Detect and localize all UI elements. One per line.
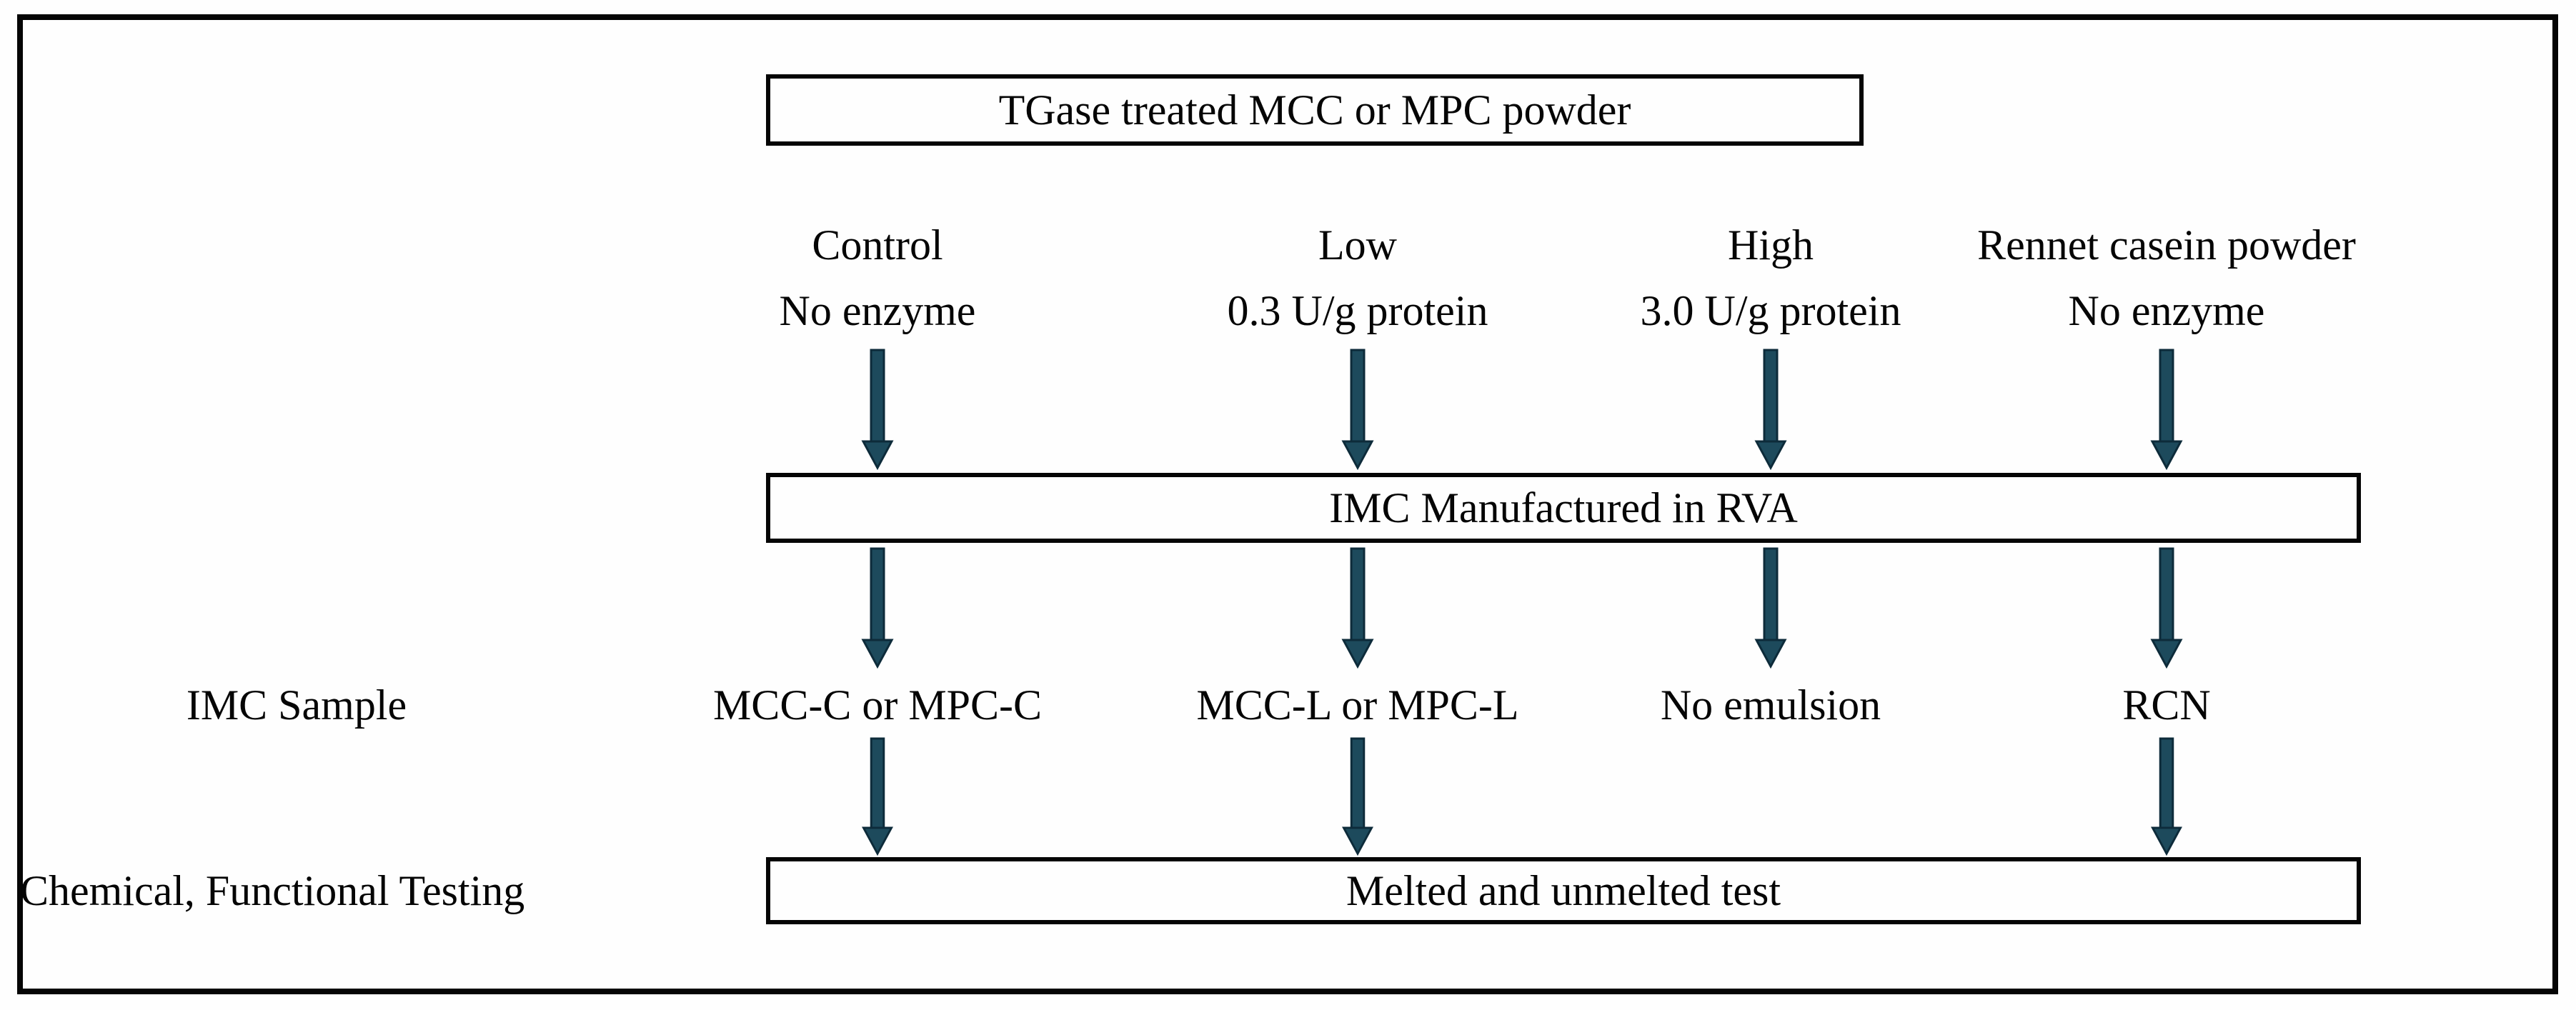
sample-name-no-emulsion: No emulsion [1660,681,1881,729]
down-arrow-icon [862,547,893,668]
top-box-label: TGase treated MCC or MPC powder [998,86,1631,134]
column-header-low: Low 0.3 U/g protein [1228,221,1488,334]
treatment-label: Control [812,221,943,269]
column-header-rennet-casein: Rennet casein powder No enzyme [1977,221,2356,334]
down-arrow-icon [2151,349,2182,469]
sample-name-mcc-l: MCC-L or MPC-L [1196,681,1519,729]
column-header-control: Control No enzyme [780,221,976,334]
treatment-label: High [1727,221,1814,269]
down-arrow-icon [1342,349,1373,469]
row-label-imc-sample: IMC Sample [186,681,407,729]
treatment-detail: 3.0 U/g protein [1640,287,1901,334]
treatment-detail: No enzyme [779,287,976,334]
rva-box-label: IMC Manufactured in RVA [1329,484,1798,531]
down-arrow-icon [862,349,893,469]
down-arrow-icon [1342,547,1373,668]
sample-name-mcc-c: MCC-C or MPC-C [712,681,1043,729]
treatment-detail: No enzyme [2068,287,2265,334]
sample-name-rcn: RCN [2122,681,2211,729]
down-arrow-icon [2152,737,2182,855]
treatment-label: Rennet casein powder [1977,221,2356,269]
down-arrow-icon [862,737,892,855]
row-label-testing: Chemical, Functional Testing [20,867,525,914]
rva-box: IMC Manufactured in RVA [766,473,2361,543]
down-arrow-icon [1755,349,1786,469]
testing-box-label: Melted and unmelted test [1346,867,1781,914]
column-header-high: High 3.0 U/g protein [1641,221,1901,334]
treatment-detail: 0.3 U/g protein [1227,287,1488,334]
treatment-label: Low [1318,221,1397,269]
down-arrow-icon [2151,547,2182,668]
testing-box: Melted and unmelted test [766,857,2361,924]
down-arrow-icon [1343,737,1373,855]
down-arrow-icon [1755,547,1786,668]
outer-border [17,14,2558,994]
top-box: TGase treated MCC or MPC powder [766,74,1864,146]
